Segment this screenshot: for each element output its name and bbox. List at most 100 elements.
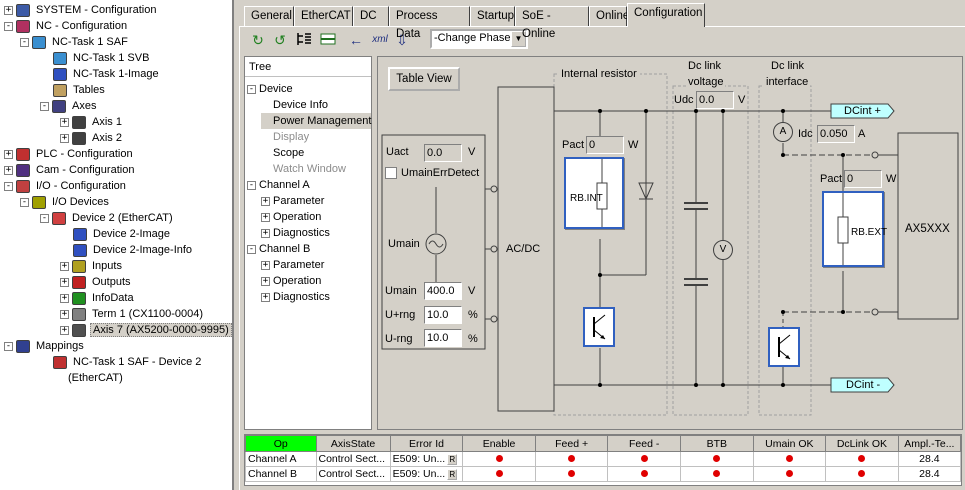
project-tree-item[interactable]: +InfoData [60,290,136,306]
chevron-down-icon[interactable]: ▼ [511,31,526,47]
project-tree-item[interactable]: +Term 1 (CX1100-0004) [60,306,205,322]
expand-icon[interactable]: + [60,132,69,143]
project-tree-item[interactable]: Device 2-Image [60,226,172,242]
project-tree-item[interactable]: NC-Task 1-Image [40,66,161,82]
tree-view-icon[interactable] [294,30,314,50]
project-tree-item[interactable]: -Axes [40,98,98,114]
error-reset-button[interactable]: R [447,468,458,480]
external-resistor-block[interactable]: RB.EXT [822,191,887,267]
config-tree-item[interactable]: +Diagnostics [261,289,330,305]
config-tree-item[interactable]: +Parameter [261,193,324,209]
umain-input[interactable]: 400.0 [424,282,462,300]
config-tree-item[interactable]: -Channel B [247,241,310,257]
grid-column-header[interactable]: Op [245,435,317,452]
grid-column-header[interactable]: Umain OK [752,435,827,452]
collapse-icon[interactable]: - [20,196,29,207]
project-tree[interactable]: +SYSTEM - Configuration-NC - Configurati… [0,0,234,490]
expand-icon[interactable]: + [4,164,13,175]
project-tree-item[interactable]: (EtherCAT) [66,370,125,386]
expand-icon[interactable]: + [60,276,69,287]
error-reset-button[interactable]: R [447,453,458,465]
collapse-icon[interactable]: - [20,36,29,47]
collapse-icon[interactable]: - [40,212,49,223]
tab-startup[interactable]: Startup [470,6,515,26]
refresh-all-icon[interactable]: ↺ [274,32,286,48]
config-tree-item[interactable]: +Parameter [261,257,324,273]
config-tree-item[interactable]: +Diagnostics [261,225,330,241]
collapse-icon[interactable]: - [4,20,13,31]
config-tree-item[interactable]: -Channel A [247,177,310,193]
project-tree-item[interactable]: +Outputs [60,274,133,290]
umain-err-detect-checkbox[interactable] [385,167,397,179]
config-tree-item[interactable]: Power Management [261,113,372,129]
config-tree-item[interactable]: Scope [261,145,304,161]
grid-column-header[interactable]: Feed + [534,435,609,452]
project-tree-item[interactable]: +Axis 7 (AX5200-0000-9995) [60,322,232,338]
uplus-rng-input[interactable]: 10.0 [424,306,462,324]
project-tree-item[interactable]: +SYSTEM - Configuration [4,2,158,18]
split-view-icon[interactable] [318,30,338,50]
expand-icon[interactable]: + [261,227,270,238]
tab-ethercat[interactable]: EtherCAT [294,6,353,26]
expand-icon[interactable]: + [261,291,270,302]
expand-icon[interactable]: + [261,195,270,206]
collapse-icon[interactable]: - [4,180,13,191]
tab-soe-online[interactable]: SoE - Online [515,6,589,40]
grid-column-header[interactable]: Enable [462,435,536,452]
xml-icon[interactable]: xml [372,34,388,45]
expand-icon[interactable]: + [261,259,270,270]
tab-general[interactable]: General [244,6,294,26]
project-tree-item[interactable]: +PLC - Configuration [4,146,135,162]
collapse-icon[interactable]: - [247,179,256,190]
table-view-button[interactable]: Table View [388,67,460,91]
tab-online[interactable]: Online [589,6,629,26]
uminus-rng-input[interactable]: 10.0 [424,329,462,347]
refresh-icon[interactable]: ↻ [252,32,264,48]
tab-configuration[interactable]: Configuration [627,3,705,27]
config-tree-item[interactable]: Display [261,129,309,145]
external-brake-transistor[interactable] [768,327,800,367]
project-tree-item[interactable]: +Cam - Configuration [4,162,136,178]
collapse-icon[interactable]: - [247,83,256,94]
project-tree-item[interactable]: +Axis 2 [60,130,124,146]
project-tree-item[interactable]: Device 2-Image-Info [60,242,194,258]
back-arrow-icon[interactable]: ← [349,32,363,48]
expand-icon[interactable]: + [60,308,69,319]
config-tree-item[interactable]: Watch Window [261,161,346,177]
project-tree-item[interactable]: -Device 2 (EtherCAT) [40,210,175,226]
project-tree-item[interactable]: -NC - Configuration [4,18,129,34]
grid-column-header[interactable]: DcLink OK [825,435,899,452]
config-tree-item[interactable]: +Operation [261,209,321,225]
project-tree-item[interactable]: NC-Task 1 SAF - Device 2 [40,354,203,370]
project-tree-item[interactable]: -NC-Task 1 SAF [20,34,130,50]
project-tree-item[interactable]: -Mappings [4,338,86,354]
grid-column-header[interactable]: BTB [679,435,754,452]
collapse-icon[interactable]: - [247,243,256,254]
project-tree-item[interactable]: -I/O - Configuration [4,178,128,194]
grid-column-header[interactable]: AxisState [315,435,391,452]
expand-icon[interactable]: + [261,211,270,222]
config-tree-item[interactable]: +Operation [261,273,321,289]
grid-column-header[interactable]: Ampl.-Te... [897,435,962,452]
expand-icon[interactable]: + [4,4,13,15]
project-tree-item[interactable]: -I/O Devices [20,194,111,210]
expand-icon[interactable]: + [261,275,270,286]
expand-icon[interactable]: + [4,148,13,159]
grid-column-header[interactable]: Error Id [389,435,464,452]
change-phase-combo[interactable]: -Change Phase- ▼ [430,29,528,49]
tab-process-data[interactable]: Process Data [389,6,470,40]
expand-icon[interactable]: + [60,116,69,127]
project-tree-item[interactable]: Tables [40,82,107,98]
expand-icon[interactable]: + [60,292,69,303]
project-tree-item[interactable]: +Axis 1 [60,114,124,130]
config-tree-item[interactable]: -Device [247,81,293,97]
expand-icon[interactable]: + [60,324,69,335]
sort-download-icon[interactable]: ⇩ [392,30,412,50]
tab-dc[interactable]: DC [353,6,389,26]
project-tree-item[interactable]: +Inputs [60,258,124,274]
config-tree-item[interactable]: Device Info [261,97,328,113]
internal-resistor-block[interactable]: RB.INT [564,157,624,229]
